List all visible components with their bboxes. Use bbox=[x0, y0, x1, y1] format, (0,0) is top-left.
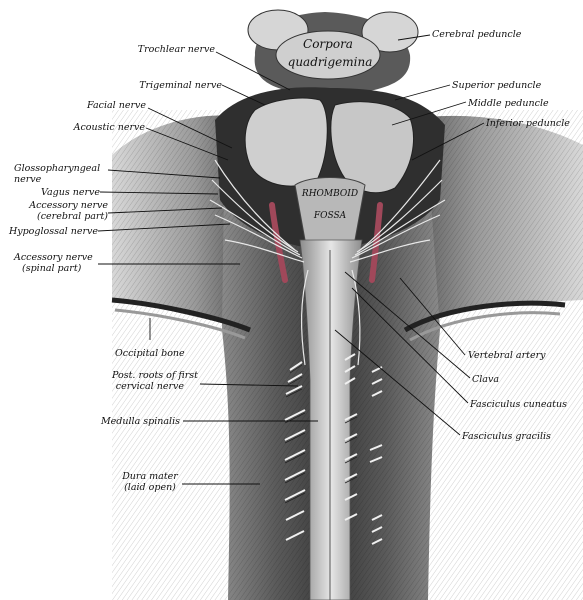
label-accessory-cerebral-line1: Accessory nerve bbox=[28, 200, 108, 211]
label-occipital-bone: Occipital bone bbox=[115, 348, 185, 359]
leader-lines bbox=[97, 34, 485, 485]
label-clava: Clava bbox=[472, 374, 499, 385]
label-cerebral-peduncle: Cerebral peduncle bbox=[432, 29, 522, 40]
nerve-roots-dark bbox=[284, 364, 358, 504]
label-accessory-spinal-line2: (spinal part) bbox=[22, 263, 82, 274]
label-glossopharyngeal-line1: Glossopharyngeal bbox=[14, 163, 100, 174]
label-acoustic-nerve: Acoustic nerve bbox=[73, 122, 146, 133]
label-middle-peduncle: Middle peduncle bbox=[467, 98, 549, 109]
label-accessory-spinal-line1: Accessory nerve bbox=[13, 252, 93, 263]
label-inferior-peduncle: Inferior peduncle bbox=[485, 118, 570, 129]
label-accessory-cerebral-line2: (cerebral part) bbox=[37, 211, 108, 222]
label-medulla-spinalis: Medulla spinalis bbox=[100, 416, 180, 427]
label-facial-nerve: Facial nerve bbox=[86, 100, 146, 111]
nerve-roots bbox=[284, 353, 383, 545]
label-vagus-nerve: Vagus nerve bbox=[41, 187, 100, 198]
corpora-label-line1: Corpora bbox=[303, 37, 353, 51]
label-superior-peduncle: Superior peduncle bbox=[452, 80, 542, 91]
label-glossopharyngeal-line2: nerve bbox=[14, 174, 42, 185]
rhomboid-label-line1: RHOMBOID bbox=[301, 189, 358, 199]
corpora-label-line2: quadrigemina bbox=[288, 55, 373, 69]
rhomboid-label-line2: FOSSA bbox=[313, 211, 347, 221]
label-dura-mater-line1: Dura mater bbox=[121, 471, 179, 482]
label-hypoglossal-nerve: Hypoglossal nerve bbox=[8, 226, 98, 237]
corpora-quadrigemina: Corpora quadrigemina bbox=[247, 9, 419, 95]
labels-left: Trochlear nerve Trigeminal nerve Facial … bbox=[8, 44, 222, 493]
label-trigeminal-nerve: Trigeminal nerve bbox=[139, 80, 222, 91]
occipital-bone bbox=[111, 297, 566, 342]
label-fasciculus-cuneatus: Fasciculus cuneatus bbox=[469, 399, 567, 410]
label-post-roots-line1: Post. roots of first bbox=[111, 370, 198, 381]
label-fasciculus-gracilis: Fasciculus gracilis bbox=[461, 431, 551, 442]
cranial-nerves bbox=[209, 159, 446, 366]
labels-right: Cerebral peduncle Superior peduncle Midd… bbox=[432, 29, 570, 442]
label-dura-mater-line2: (laid open) bbox=[124, 482, 176, 493]
label-vertebral-artery: Vertebral artery bbox=[468, 350, 546, 361]
label-trochlear-nerve: Trochlear nerve bbox=[138, 44, 216, 55]
label-post-roots-line2: cervical nerve bbox=[116, 381, 185, 392]
